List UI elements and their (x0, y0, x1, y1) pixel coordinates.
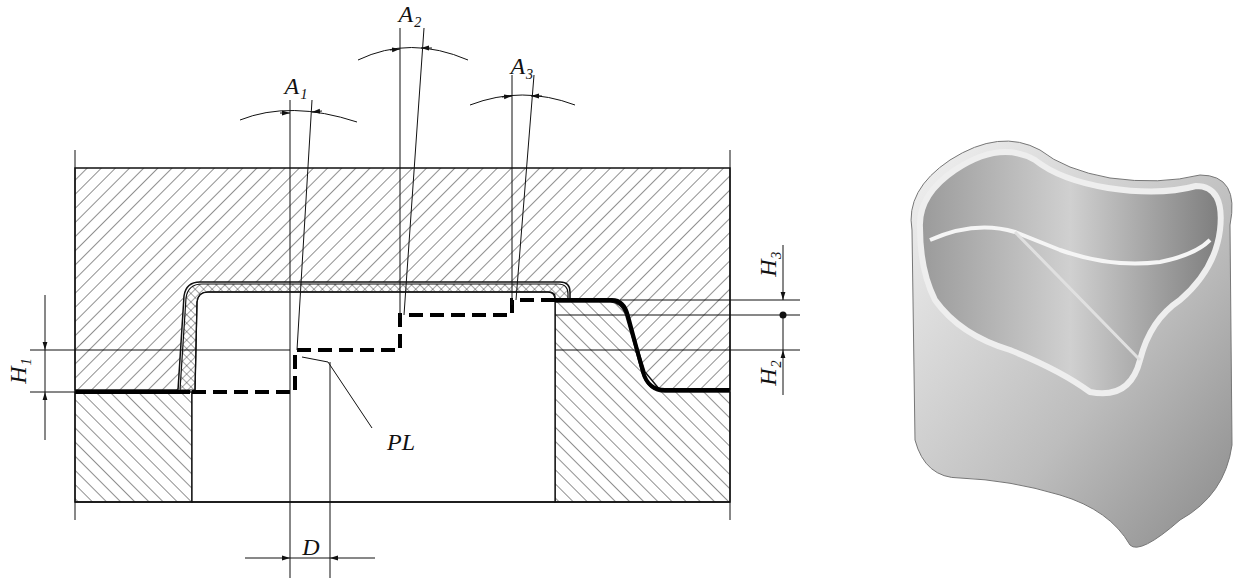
dimension-label: A₁ (284, 74, 307, 98)
dimension-label: H₂ (756, 360, 780, 386)
dimension-label: A₂ (398, 2, 421, 26)
dimension-label: PL (387, 430, 415, 454)
part-3d (911, 141, 1232, 547)
dimension-label: D (302, 535, 319, 559)
dimension-label: H₃ (756, 251, 780, 277)
dimension-label: H₁ (6, 358, 30, 384)
dimension-label: A₃ (510, 54, 533, 78)
